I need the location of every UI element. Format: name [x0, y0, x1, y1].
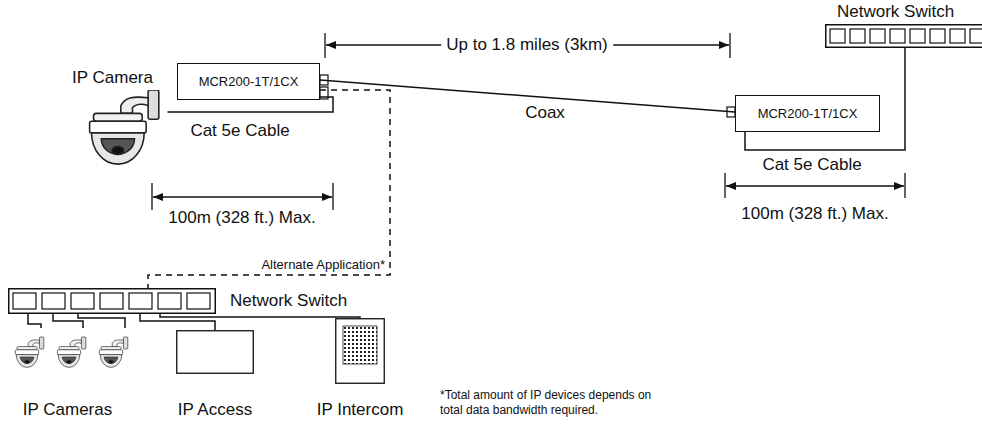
switch-port [910, 29, 925, 43]
cable-line [160, 314, 360, 318]
node-label: MCR200-1T/1CX [758, 104, 858, 124]
camera-icon [57, 337, 85, 367]
switch-port [850, 29, 865, 43]
dimension-label: 100m (328 ft.) Max. [168, 208, 315, 228]
switch-port [100, 293, 123, 309]
node-label: MCR200-1T/1CX [199, 72, 299, 92]
converter-box: MCR200-1T/1CX [177, 63, 320, 100]
cable-dimension [152, 183, 333, 210]
intercom-panel [336, 319, 385, 384]
cable-label: Cat 5e Cable [190, 121, 289, 141]
camera-node: IP Camera [55, 68, 170, 168]
cable-line [28, 314, 125, 328]
switch-port [870, 29, 885, 43]
switch-port [890, 29, 905, 43]
device-illustration [335, 318, 385, 384]
switch-body [9, 289, 216, 314]
access-panel [177, 331, 254, 374]
distance-label: Up to 1.8 miles (3km) [441, 35, 613, 55]
intercom-node: IP Intercom [320, 318, 400, 420]
camera-icon [89, 90, 158, 164]
switch-port [13, 293, 36, 309]
switch-port [71, 293, 94, 309]
switch-node: Network Switch [8, 288, 347, 314]
access-node: IP Access [170, 330, 260, 420]
switch-port [187, 293, 210, 309]
cable-label: Coax [525, 103, 565, 123]
switch-port [930, 29, 945, 43]
camera-icon [15, 337, 43, 367]
footnote: *Total amount of IP devices depends on t… [440, 388, 652, 418]
node-label: IP Camera [72, 68, 153, 88]
cameras-node: IP Cameras [5, 328, 130, 420]
switch-body [826, 25, 982, 48]
device-illustration [5, 328, 130, 378]
converter-box: MCR200-1T/1CX [735, 95, 880, 132]
speaker-grille [343, 326, 377, 364]
device-illustration [58, 90, 168, 168]
switch-port [830, 29, 845, 43]
cable-label: Cat 5e Cable [762, 155, 861, 175]
switch-port [950, 29, 965, 43]
node-label: IP Intercom [317, 400, 404, 420]
node-label: Network Switch [230, 291, 347, 311]
device-illustration [176, 330, 254, 374]
dashed-cable [148, 90, 390, 288]
switch-port [129, 293, 152, 309]
node-label: IP Cameras [23, 400, 112, 420]
dimension-label: 100m (328 ft.) Max. [741, 204, 888, 224]
device-illustration [825, 24, 982, 48]
node-label: IP Access [178, 400, 252, 420]
switch-port [970, 29, 982, 43]
distance-dimension [325, 33, 730, 58]
switch-node: Network Switch [825, 2, 982, 48]
switch-port [42, 293, 65, 309]
cable-label: Alternate Application* [261, 257, 385, 273]
switch-port [158, 293, 181, 309]
node-label: Network Switch [825, 2, 954, 22]
cable-dimension [725, 173, 905, 198]
camera-icon [99, 337, 127, 367]
device-illustration [8, 288, 216, 314]
